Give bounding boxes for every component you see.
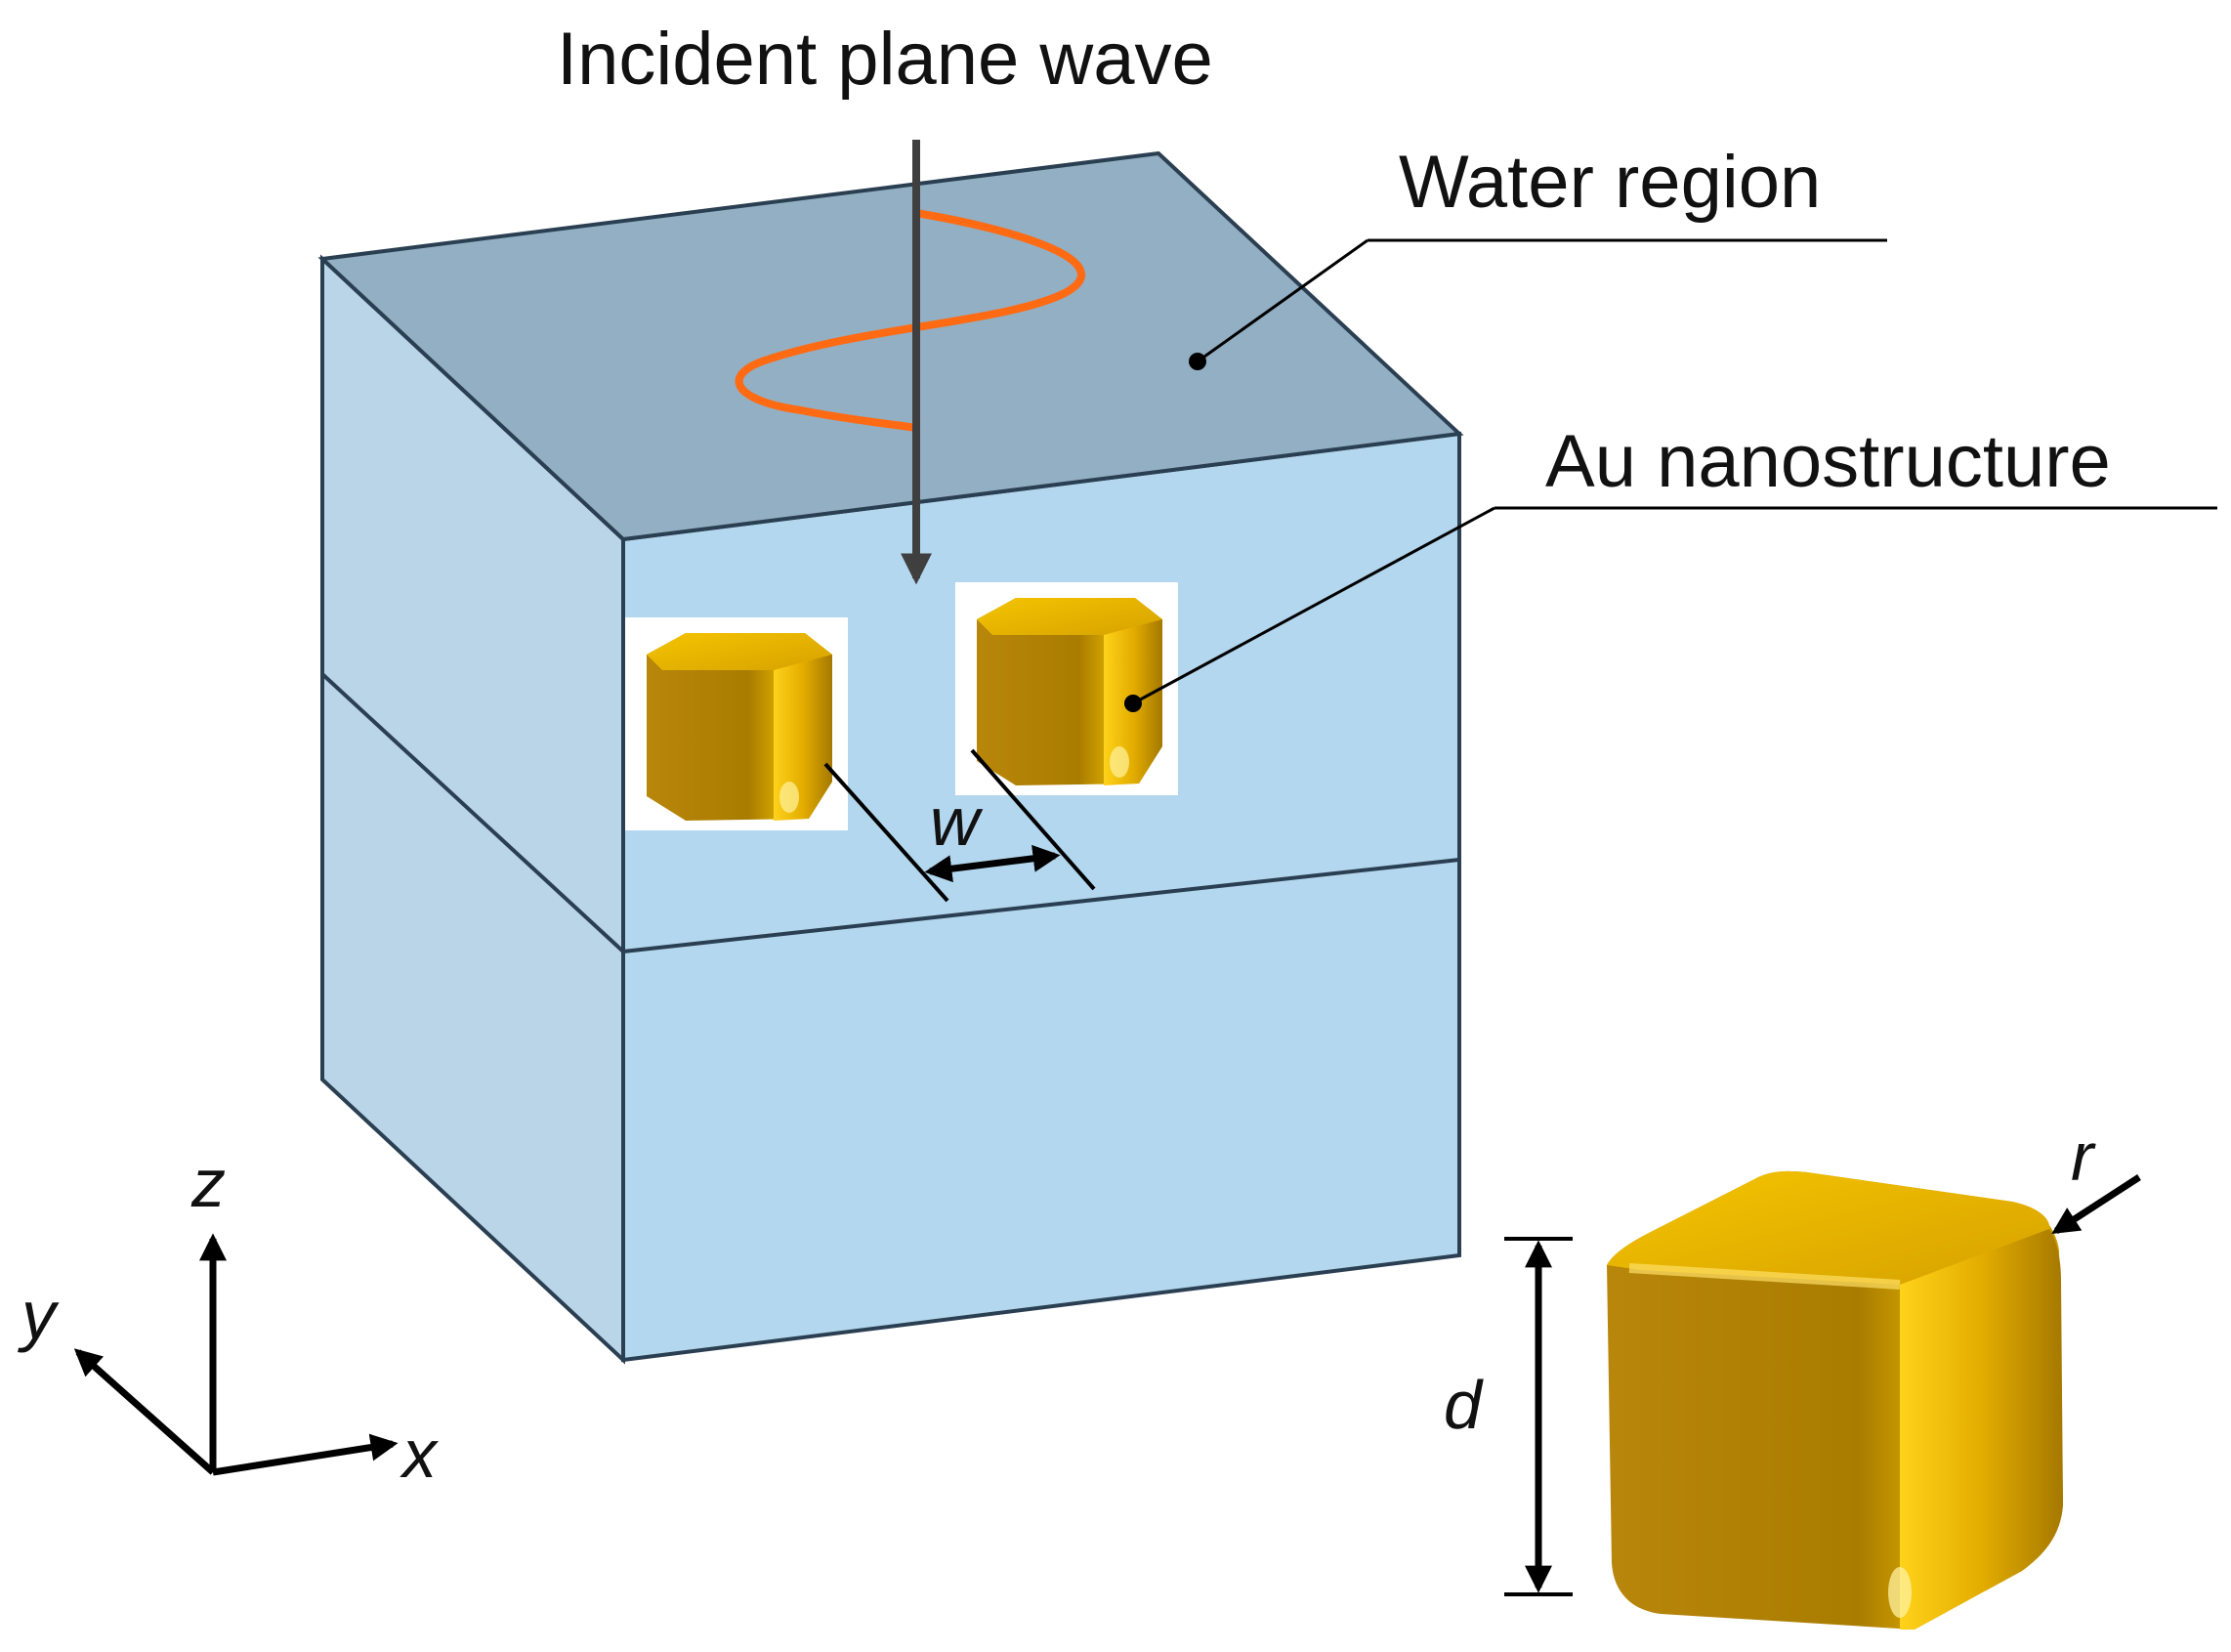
y-axis-label: y xyxy=(18,1277,60,1353)
y-axis xyxy=(73,1348,216,1475)
water-box-front-face xyxy=(621,431,1461,1363)
gap-dimension: w xyxy=(823,748,1096,903)
au-nanocube-detail xyxy=(1607,1170,2063,1630)
edge-radius-label: r xyxy=(2071,1119,2096,1195)
water-region-callout: Water region xyxy=(1189,141,1887,370)
water-region-marker xyxy=(1189,353,1206,370)
au-nanostructure-marker xyxy=(1124,695,1142,712)
edge-radius-arrow xyxy=(2051,1174,2141,1235)
z-axis-label: z xyxy=(190,1145,226,1221)
au-nanostructure-label: Au nanostructure xyxy=(1545,420,2111,503)
water-region-label: Water region xyxy=(1399,141,1821,224)
x-axis-label: x xyxy=(400,1416,440,1492)
edge-radius-callout: r xyxy=(2051,1119,2141,1235)
gap-arrow xyxy=(924,844,1061,883)
incident-wave xyxy=(735,140,1085,585)
x-axis xyxy=(212,1433,399,1476)
layer-interface-line xyxy=(320,672,1460,954)
au-nanocube-right xyxy=(955,582,1178,795)
au-nanocube-left xyxy=(625,617,848,830)
gap-label: w xyxy=(930,784,984,860)
au-nanostructure-callout: Au nanostructure xyxy=(1124,420,2217,712)
incident-wave-label: Incident plane wave xyxy=(557,18,1213,101)
water-box-top-face xyxy=(317,150,1464,542)
coordinate-axes: z y x xyxy=(18,1145,440,1492)
cube-size-label: d xyxy=(1444,1367,1484,1443)
wave-curve xyxy=(735,209,1085,432)
cube-size-dimension: d xyxy=(1444,1237,1573,1596)
